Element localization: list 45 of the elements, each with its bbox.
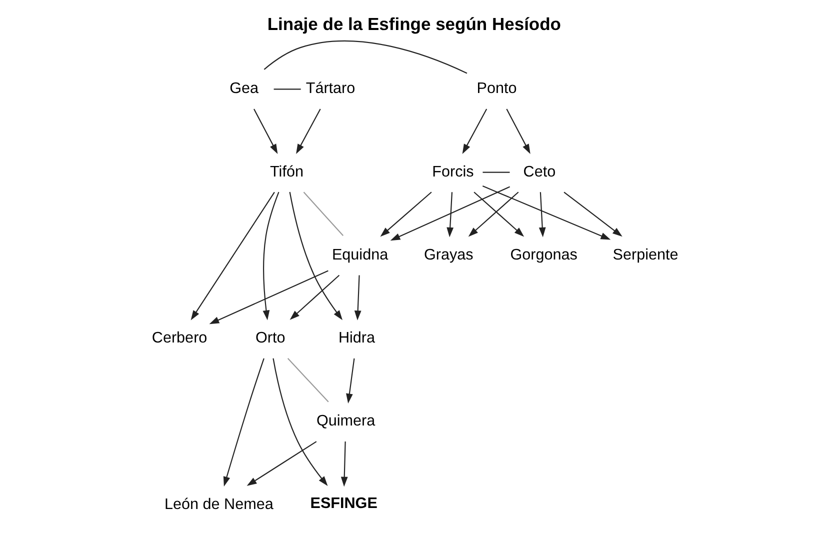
arrow xyxy=(563,192,622,237)
arrow xyxy=(446,192,454,238)
connector xyxy=(286,358,328,402)
arrow xyxy=(262,192,279,320)
node-text: Gea xyxy=(229,80,258,98)
node-text: Forcis xyxy=(432,163,474,180)
node-text: Hidra xyxy=(338,330,375,347)
arrow xyxy=(190,192,274,320)
arrow xyxy=(288,192,342,320)
connector xyxy=(263,40,467,74)
arrow xyxy=(354,275,361,320)
node-text: Tifón xyxy=(270,163,303,180)
arrow xyxy=(340,442,348,487)
node-text: Orto xyxy=(254,330,285,347)
arrow xyxy=(482,185,610,240)
arrow xyxy=(346,358,354,404)
arrow xyxy=(380,192,432,237)
arrow xyxy=(390,186,510,241)
node-text: Quimera xyxy=(316,412,375,430)
node-text: Ceto xyxy=(522,163,556,180)
arrow xyxy=(253,108,278,154)
connector xyxy=(482,172,510,173)
arrow xyxy=(222,358,264,486)
arrow xyxy=(538,192,546,238)
connector xyxy=(273,88,300,90)
arrow xyxy=(506,108,530,154)
arrow xyxy=(468,192,518,237)
arrow xyxy=(289,274,340,320)
node-text: Serpiente xyxy=(612,246,678,264)
connector xyxy=(302,192,344,236)
diagram-title: Linaje de la Esfinge según Hesíodo xyxy=(266,14,561,34)
arrow xyxy=(473,192,524,237)
node-text: Ponto xyxy=(476,80,516,98)
arrow xyxy=(272,358,328,486)
node-text: León de Nemea xyxy=(164,496,273,513)
node-text: Gorgonas xyxy=(510,246,577,264)
node-text: ESFINGE xyxy=(310,494,377,512)
arrow xyxy=(296,108,320,154)
arrow xyxy=(246,441,316,486)
arrow xyxy=(208,270,328,324)
node-text: Tártaro xyxy=(305,80,355,98)
node-text: Grayas xyxy=(423,246,473,264)
arrow xyxy=(462,108,487,154)
node-text: Equidna xyxy=(331,246,388,264)
node-text: Cerbero xyxy=(151,330,207,347)
